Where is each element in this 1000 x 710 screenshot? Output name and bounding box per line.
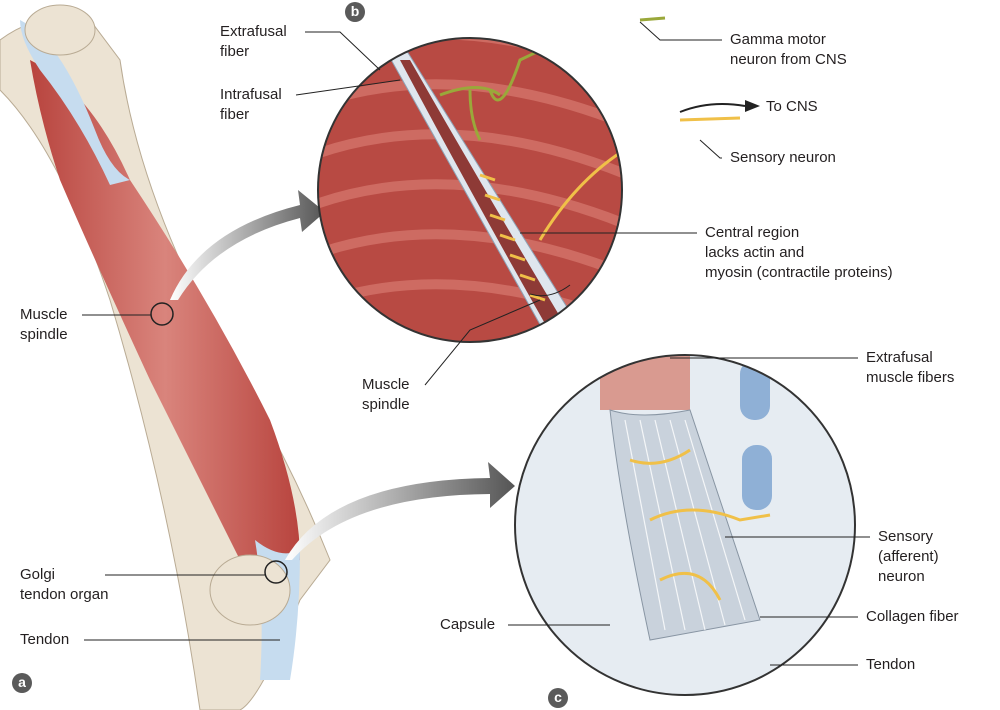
label-line: neuron	[878, 568, 925, 585]
label-central-region: Central region lacks actin and myosin (c…	[705, 223, 893, 283]
label-line: spindle	[362, 396, 410, 413]
label-collagen-fiber: Collagen fiber	[866, 608, 959, 625]
label-line: fiber	[220, 43, 250, 60]
label-tendon-a: Tendon	[20, 631, 70, 648]
leader-lines	[82, 21, 870, 666]
arrow-to-b	[170, 190, 325, 300]
arm-illustration	[0, 4, 331, 710]
label-muscle-spindle-a: Muscle spindle	[20, 305, 68, 345]
arrow-to-c	[285, 462, 515, 560]
label-line: spindle	[20, 326, 68, 343]
label-line: lacks actin and	[705, 244, 805, 261]
muscle-spindle-zoom	[318, 38, 622, 342]
label-sensory-neuron: Sensory neuron	[730, 149, 836, 166]
label-to-cns: To CNS	[766, 98, 818, 115]
label-line: Intrafusal	[220, 86, 282, 103]
label-line: Gamma motor	[730, 31, 826, 48]
label-line: (afferent)	[878, 548, 939, 565]
label-line: muscle fibers	[866, 369, 955, 386]
golgi-marker	[264, 560, 288, 584]
panel-b-badge: b	[345, 2, 365, 22]
golgi-tendon-organ-zoom	[515, 355, 855, 695]
label-extrafusal-fiber: Extrafusal fiber	[220, 22, 287, 62]
label-intrafusal-fiber: Intrafusal fiber	[220, 85, 282, 125]
label-line: fiber	[220, 106, 250, 123]
label-sensory-afferent-neuron: Sensory (afferent) neuron	[878, 527, 939, 587]
label-line: Muscle	[20, 306, 68, 323]
to-cns-arrow	[679, 103, 746, 113]
label-tendon-c: Tendon	[866, 656, 916, 673]
label-gamma-motor-neuron: Gamma motor neuron from CNS	[730, 30, 847, 70]
label-line: myosin (contractile proteins)	[705, 264, 893, 281]
label-line: Extrafusal	[866, 349, 933, 366]
panel-a-badge: a	[12, 673, 32, 693]
label-extrafusal-muscle-fibers: Extrafusal muscle fibers	[866, 348, 954, 388]
label-line: Sensory	[878, 528, 934, 545]
panel-c-badge: c	[548, 688, 568, 708]
label-muscle-spindle-b: Muscle spindle	[362, 375, 410, 415]
label-line: Extrafusal	[220, 23, 287, 40]
label-capsule: Capsule	[440, 616, 496, 633]
label-line: neuron from CNS	[730, 51, 847, 68]
label-line: tendon organ	[20, 586, 109, 603]
label-line: Golgi	[20, 566, 56, 583]
label-line: Muscle	[362, 376, 410, 393]
spindle-marker	[150, 302, 174, 326]
label-golgi-tendon-organ: Golgi tendon organ	[20, 565, 108, 605]
label-line: Central region	[705, 224, 800, 241]
